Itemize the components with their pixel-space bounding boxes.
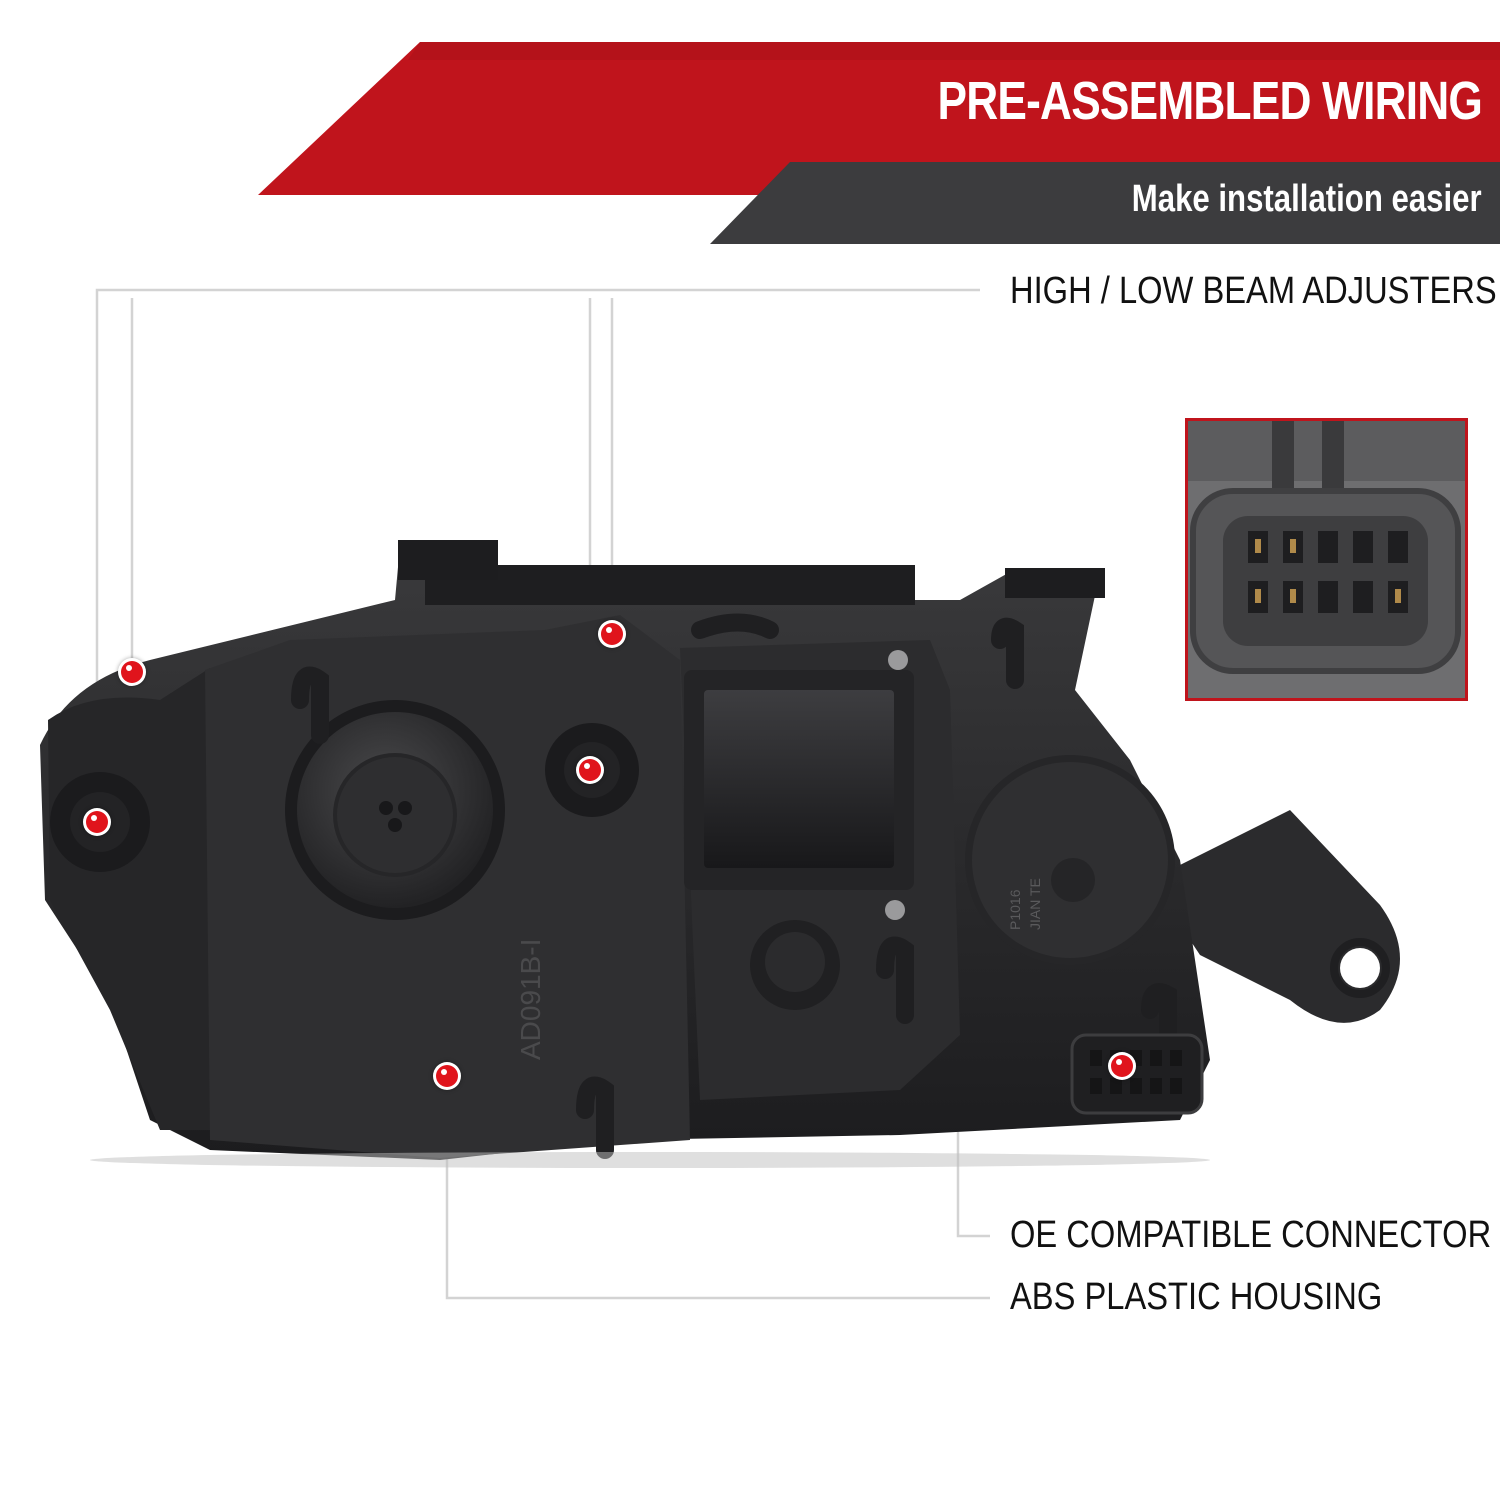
banner-subtitle: Make installation easier (1132, 178, 1482, 220)
connector-closeup-inset (1185, 418, 1468, 701)
molded-text-part: AD091B-I (515, 939, 546, 1060)
marker-dot-adjuster-1[interactable] (121, 661, 143, 683)
marker-dot-housing[interactable] (436, 1065, 458, 1087)
connector-closeup-image (1188, 421, 1465, 698)
callout-housing: ABS PLASTIC HOUSING (1010, 1276, 1383, 1318)
molded-text-jian-te: JIAN TE (1027, 878, 1043, 930)
marker-dot-connector[interactable] (1111, 1055, 1133, 1077)
banner-title: PRE-ASSEMBLED WIRING (937, 71, 1482, 131)
marker-dot-adjuster-2[interactable] (86, 811, 108, 833)
marker-dot-adjuster-4[interactable] (579, 759, 601, 781)
marker-dot-adjuster-3[interactable] (601, 623, 623, 645)
callout-beam-adjusters: HIGH / LOW BEAM ADJUSTERS (1010, 270, 1497, 312)
molded-text-p1016: P1016 (1007, 889, 1023, 930)
callout-connector: OE COMPATIBLE CONNECTOR (1010, 1214, 1492, 1256)
header-banner (258, 42, 1500, 244)
